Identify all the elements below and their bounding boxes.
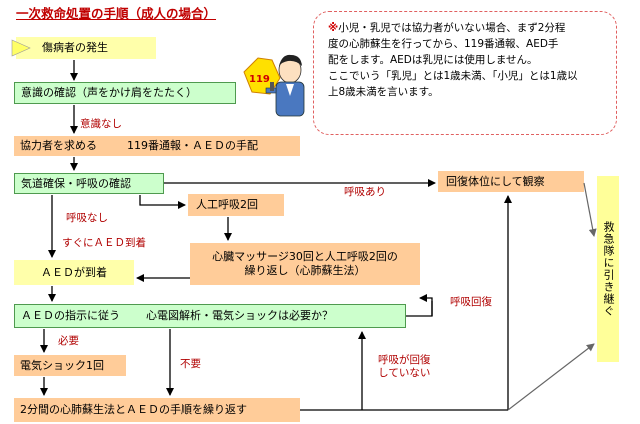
rescue-breath-box: 人工呼吸2回 — [188, 194, 284, 216]
recovery-position-box: 回復体位にして観察 — [438, 171, 584, 192]
svg-text:119: 119 — [249, 74, 270, 85]
note-box: ※小児・乳児では協力者がいない場合、まず2分程 度の心肺蘇生を行ってから、119… — [313, 11, 617, 135]
label-recovered: 呼吸回復 — [450, 296, 492, 308]
airway-check-label: 気道確保・呼吸の確認 — [21, 176, 131, 190]
rescue-breath-label: 人工呼吸2回 — [196, 198, 258, 212]
start-pointer-icon — [11, 39, 31, 57]
start-box: 傷病者の発生 — [16, 37, 156, 59]
label-needed: 必要 — [58, 335, 79, 347]
aed-instruction-box: ＡＥＤの指示に従う 心電図解析・電気ショックは必要か？ — [14, 304, 406, 328]
helper-label: 協力者を求める — [20, 139, 97, 153]
note-line-4: ここでいう「乳児」とは1歳未満、「小児」とは1歳以 — [328, 70, 578, 82]
aed-follow-label: ＡＥＤの指示に従う — [21, 309, 120, 323]
airway-check-box: 気道確保・呼吸の確認 — [14, 173, 164, 194]
cpr-label-line2: 繰り返し（心肺蘇生法） — [244, 264, 366, 277]
aed-arrival-box: ＡＥＤが到着 — [14, 260, 134, 285]
call-119-label: 119番通報・ＡＥＤの手配 — [127, 139, 258, 153]
note-line-1: ※小児・乳児では協力者がいない場合、まず2分程 — [328, 20, 606, 36]
label-breathing: 呼吸あり — [344, 186, 386, 198]
note-line-5: 上8歳未満を言います。 — [328, 86, 439, 98]
note-line-2: 度の心肺蘇生を行ってから、119番通報、AED手 — [328, 38, 559, 50]
cpr-box: 心臓マッサージ30回と人工呼吸2回の 繰り返し（心肺蘇生法） — [190, 243, 420, 285]
label-unconscious: 意識なし — [80, 118, 122, 130]
shock-label: 電気ショック1回 — [20, 358, 104, 372]
label-not-recovered-line1: 呼吸が回復 — [378, 354, 431, 366]
label-not-recovered-line2: していない — [378, 366, 431, 379]
person-calling-119-icon: 119 — [243, 54, 305, 117]
cpr-label-line1: 心臓マッサージ30回と人工呼吸2回の — [212, 250, 398, 264]
note-line-1-text: 小児・乳児では協力者がいない場合、まず2分程 — [338, 22, 566, 34]
shock-box: 電気ショック1回 — [14, 355, 126, 376]
recovery-position-label: 回復体位にして観察 — [446, 174, 545, 188]
label-aed-immediate: すぐにＡＥＤ到着 — [62, 237, 146, 249]
handover-box: 救急隊に引き継ぐ — [597, 176, 619, 362]
label-not-needed: 不要 — [180, 358, 201, 370]
aed-analysis-label: 心電図解析・電気ショックは必要か？ — [146, 309, 333, 323]
consciousness-check-box: 意識の確認（声をかけ肩をたたく） — [14, 82, 236, 104]
repeat-cycle-label: 2分間の心肺蘇生法とＡＥＤの手順を繰り返す — [20, 403, 247, 417]
label-no-breathing: 呼吸なし — [66, 212, 108, 224]
page-title: 一次救命処置の手順（成人の場合） — [16, 6, 217, 21]
handover-label: 救急隊に引き継ぐ — [602, 221, 615, 317]
start-label: 傷病者の発生 — [42, 41, 108, 55]
note-line-3: 配をします。AEDは乳児には使用しません。 — [328, 54, 538, 66]
consciousness-check-label: 意識の確認（声をかけ肩をたたく） — [21, 86, 197, 100]
aed-arrival-label: ＡＥＤが到着 — [41, 265, 107, 279]
note-mark: ※ — [328, 22, 339, 34]
helper-box: 協力者を求める 119番通報・ＡＥＤの手配 — [14, 136, 300, 156]
label-not-recovered: 呼吸が回復 していない — [378, 354, 431, 379]
repeat-cycle-box: 2分間の心肺蘇生法とＡＥＤの手順を繰り返す — [14, 398, 300, 422]
